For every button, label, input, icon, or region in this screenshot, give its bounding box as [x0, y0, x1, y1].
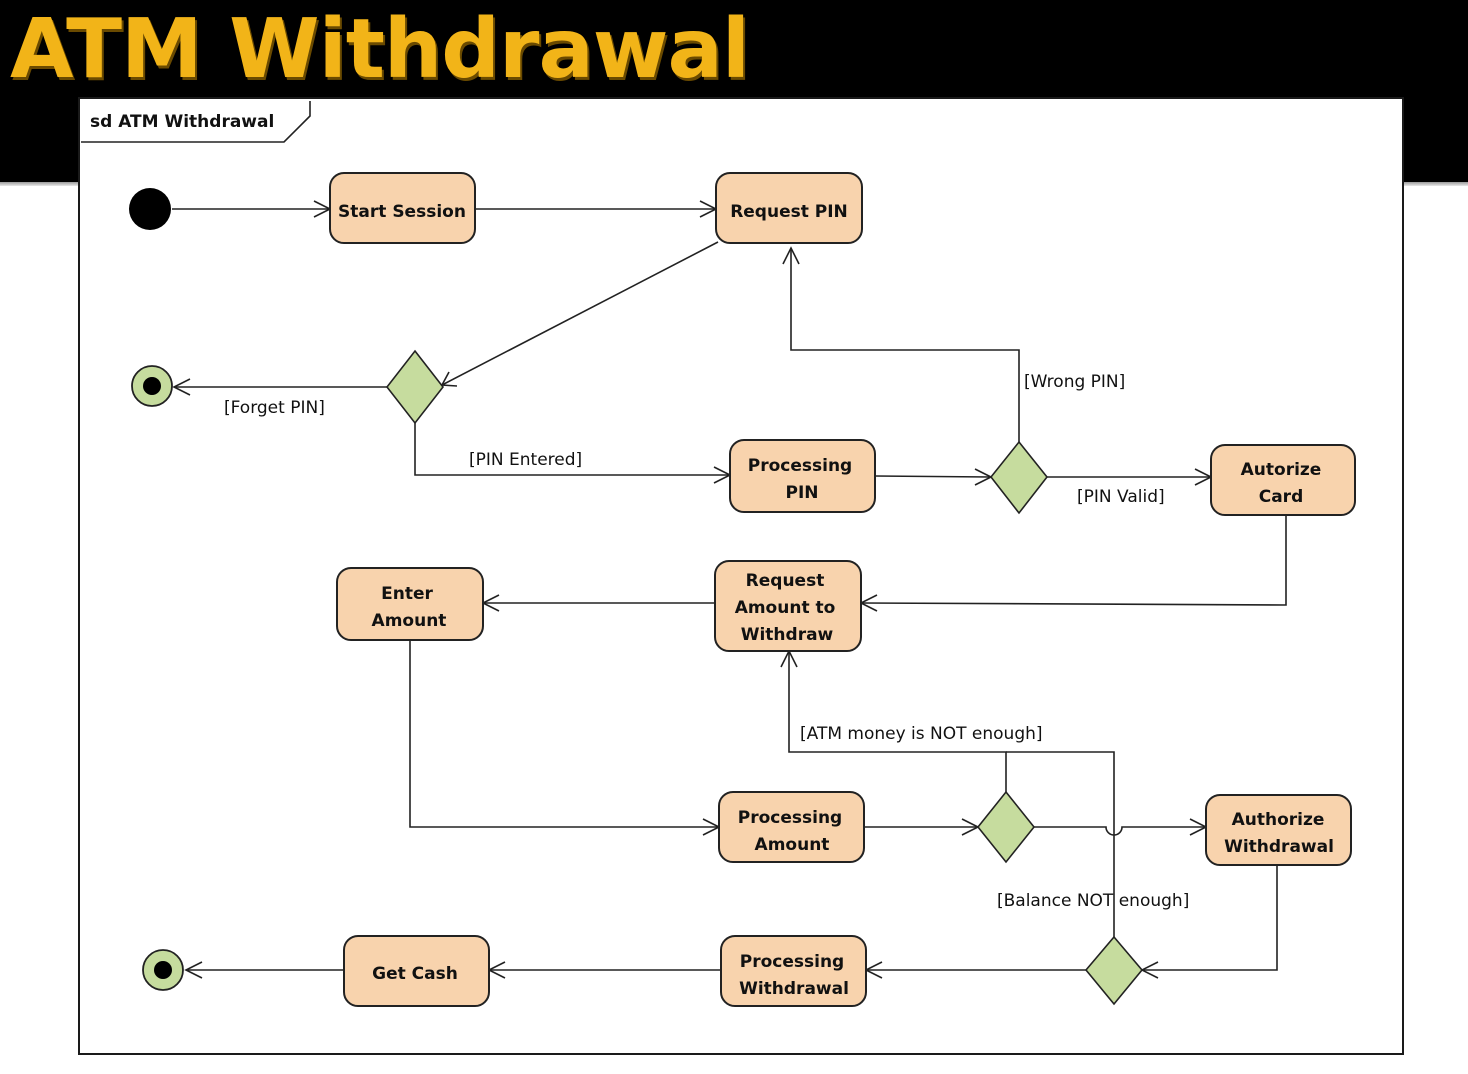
activity-request-pin: Request PIN — [715, 172, 863, 244]
guard-pin-valid: [PIN Valid] — [1077, 487, 1165, 507]
slide-title: ATM Withdrawal — [10, 2, 750, 97]
guard-pin-entered: [PIN Entered] — [469, 450, 582, 470]
decision-balance — [1084, 935, 1144, 1006]
guard-forget-pin: [Forget PIN] — [224, 398, 325, 418]
final-node-forget-pin — [131, 365, 173, 407]
initial-node — [129, 188, 171, 230]
decision-atm-money — [976, 790, 1036, 864]
frame-label: sd ATM Withdrawal — [90, 112, 274, 132]
flow-balance-not-enough — [1006, 751, 1115, 937]
flow-card-to-request-amount — [860, 515, 1287, 606]
final-node-get-cash — [142, 949, 184, 991]
flow-request-pin-to-decision — [441, 241, 719, 386]
svg-text:Start Session: Start Session — [338, 202, 466, 222]
decision-pin-entry — [385, 349, 445, 425]
arrowheads — [172, 200, 1213, 979]
control-flows — [172, 208, 1287, 971]
arrowhead — [184, 961, 203, 979]
arrowhead — [782, 246, 800, 265]
svg-text:Request PIN: Request PIN — [730, 202, 848, 222]
guard-atm-money-not-enough: [ATM money is NOT enough] — [800, 724, 1043, 744]
flow-processing-pin-to-decision — [874, 475, 992, 478]
flow-atm-money-not-enough — [788, 651, 1007, 792]
decision-pin-check — [989, 440, 1049, 515]
activity-diagram: sd ATM Withdrawal — [81, 101, 1356, 1007]
guard-wrong-pin: [Wrong PIN] — [1024, 372, 1125, 392]
activity-get-cash: Get Cash — [343, 935, 490, 1007]
flow-pin-entered — [414, 423, 730, 476]
activity-start-session: Start Session — [329, 172, 476, 244]
arrowhead — [172, 378, 191, 396]
flow-wrong-pin — [790, 248, 1020, 442]
diagram-frame: sd ATM Withdrawal — [78, 97, 1404, 1055]
frame-label-tab: sd ATM Withdrawal — [81, 101, 311, 143]
guard-balance-not-enough: [Balance NOT enough] — [997, 891, 1189, 911]
flow-enter-to-processing-amount — [409, 640, 719, 828]
flow-decision-to-authorize — [1034, 826, 1206, 836]
flow-authorize-to-decision — [1142, 865, 1278, 971]
svg-text:Get Cash: Get Cash — [372, 964, 458, 984]
